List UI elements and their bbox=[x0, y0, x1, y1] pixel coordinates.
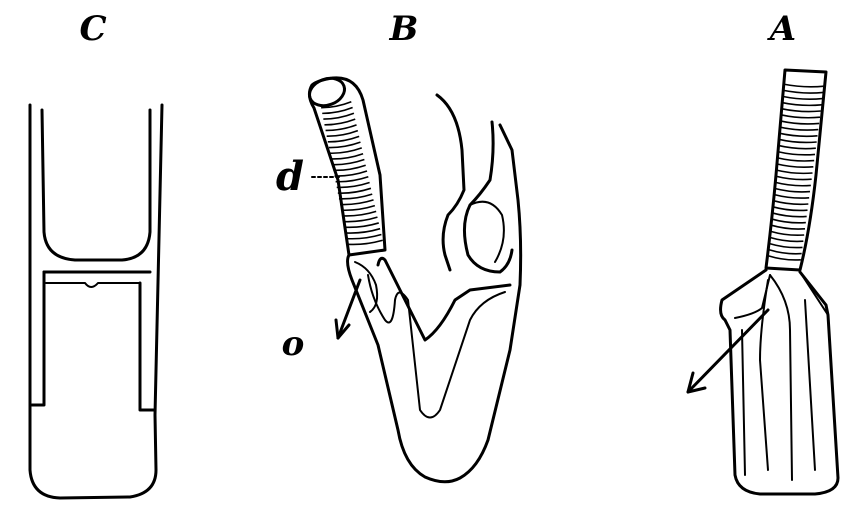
tube-ring bbox=[335, 176, 369, 183]
tube-ring bbox=[768, 255, 801, 261]
panel-label-b: B bbox=[389, 9, 419, 49]
tube-ring bbox=[336, 181, 370, 189]
tube-ring bbox=[328, 141, 361, 149]
label-d: d bbox=[276, 153, 304, 200]
tube-ring bbox=[333, 164, 366, 172]
tube-ring bbox=[347, 239, 383, 246]
tube-ring bbox=[776, 163, 814, 168]
tube-ring bbox=[331, 152, 364, 160]
tube-ring bbox=[334, 170, 368, 177]
tube-ring bbox=[343, 216, 378, 223]
tube-ring bbox=[340, 199, 374, 206]
tube-ring bbox=[771, 218, 806, 224]
tube-ring bbox=[342, 210, 377, 217]
panel-label-a: A bbox=[767, 9, 796, 49]
tube-ring bbox=[775, 169, 813, 175]
tube-ring bbox=[772, 206, 808, 212]
tube-ring bbox=[774, 187, 811, 193]
tube-ring bbox=[321, 101, 352, 109]
label-o: o bbox=[282, 324, 305, 364]
tube-ring bbox=[344, 222, 379, 229]
panel-a-tube-rings bbox=[768, 83, 825, 261]
tube-ring bbox=[773, 193, 810, 199]
tube-ring bbox=[775, 175, 812, 181]
tube-ring bbox=[770, 230, 805, 237]
tube-ring bbox=[779, 126, 819, 131]
tube-ring bbox=[346, 233, 382, 240]
panel-a-drawing bbox=[686, 68, 840, 496]
tube-ring bbox=[323, 112, 355, 120]
panel-b-tube-rings bbox=[321, 101, 383, 246]
tube-ring bbox=[332, 158, 365, 166]
tube-ring bbox=[779, 132, 818, 138]
tube-ring bbox=[776, 156, 815, 162]
tube-ring bbox=[324, 118, 356, 126]
tube-ring bbox=[781, 101, 822, 107]
tube-ring bbox=[769, 236, 804, 243]
tube-ring bbox=[330, 147, 363, 155]
tube-ring bbox=[780, 114, 821, 119]
tube-ring bbox=[783, 83, 825, 88]
tube-ring bbox=[322, 106, 353, 115]
tube-ring bbox=[345, 227, 381, 234]
tube-ring bbox=[341, 204, 376, 212]
tube-ring bbox=[782, 95, 823, 100]
tube-ring bbox=[326, 129, 359, 137]
panel-b-drawing bbox=[307, 76, 523, 484]
tube-ring bbox=[781, 107, 821, 113]
tube-ring bbox=[772, 212, 807, 218]
tube-ring bbox=[773, 199, 809, 206]
tube-ring bbox=[769, 242, 803, 249]
tube-ring bbox=[777, 150, 816, 156]
tube-ring bbox=[780, 120, 820, 125]
panel-c-drawing bbox=[28, 103, 164, 500]
tube-ring bbox=[774, 181, 811, 187]
panel-label-c: C bbox=[79, 9, 106, 49]
tube-ring bbox=[338, 193, 373, 200]
tube-ring bbox=[770, 224, 806, 230]
tube-ring bbox=[782, 89, 824, 94]
tube-ring bbox=[325, 124, 357, 132]
tube-ring bbox=[337, 187, 372, 194]
tube-ring bbox=[778, 138, 817, 144]
tube-ring bbox=[777, 144, 816, 150]
tube-ring bbox=[327, 135, 360, 143]
tube-ring bbox=[768, 248, 802, 255]
